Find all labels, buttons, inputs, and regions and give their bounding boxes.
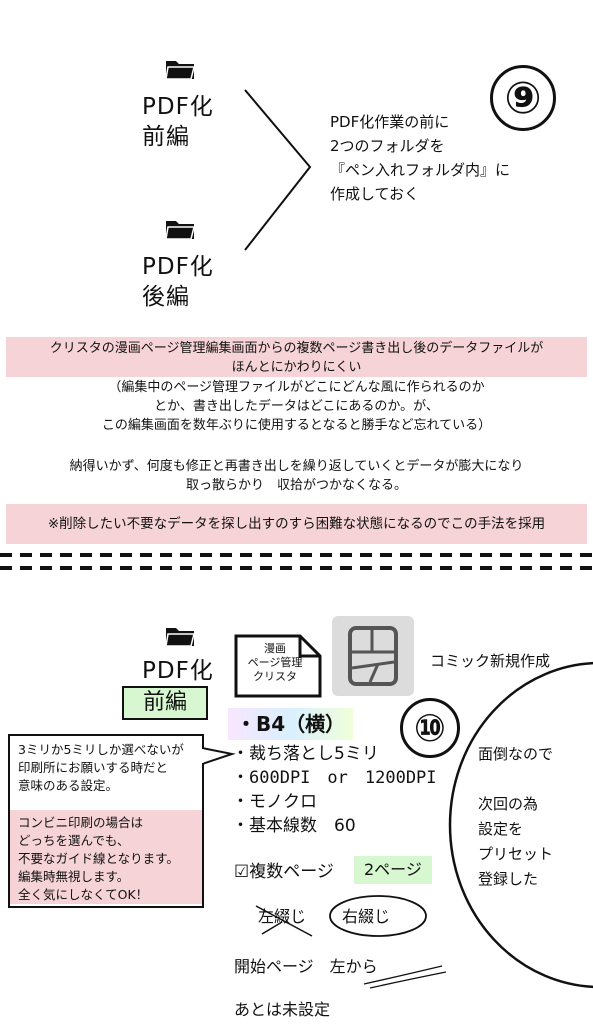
convenience-print-note: コンビニ印刷の場合は どっちを選んでも、 不要なガイド線となります。 編集時無視… (10, 810, 202, 904)
folder-label-bottom: PDF化 (142, 658, 214, 684)
left-binding-struck: 左綴じ (258, 907, 307, 926)
folder-icon (165, 628, 195, 647)
page-manager-file-icon: 漫画 ページ管理 クリスタ (234, 634, 322, 698)
size-b4: ・B4（横） (228, 708, 354, 740)
folder-label-second: PDF化 後編 (142, 254, 214, 310)
section-divider (0, 553, 593, 557)
multi-page-setting: ☑複数ページ (234, 862, 334, 882)
step-number-ten: ⑩ (400, 698, 460, 758)
right-binding: 右綴じ (342, 907, 391, 926)
bleed-callout: 3ミリか5ミリしか選べないが 印刷所にお願いする時だと 意味のある設定。 コンビ… (8, 734, 204, 908)
explanation-problem: 納得いかず、何度も修正と再書き出しを繰り返していくとデータが膨大になり 取っ散ら… (69, 459, 524, 493)
instruction-text: PDF化作業の前に 2つのフォルダを 『ペン入れフォルダ内』に 作成しておく (330, 113, 511, 203)
start-page-setting: 開始ページ 左から (234, 957, 378, 976)
section-divider (0, 566, 593, 570)
rest-unset: あとは未設定 (234, 1000, 331, 1019)
step-number-nine: ⑨ (490, 65, 556, 131)
callout-pointer (202, 747, 236, 765)
folder-tag-box: 前編 (122, 686, 208, 720)
side-note-circle (448, 661, 593, 989)
underline-mark (363, 965, 447, 989)
folder-icon (165, 221, 195, 240)
two-pages-badge: 2ページ (354, 856, 432, 884)
strike-mark (255, 905, 313, 937)
comic-layout-icon (332, 616, 414, 696)
comic-new-label: コミック新規作成 (430, 652, 551, 670)
right-binding-circle (329, 895, 427, 937)
explanation-paren: （編集中のページ管理ファイルがどこにどんな風に作られるのか とか、書き出したデー… (101, 380, 492, 433)
bracket-arrow (244, 89, 312, 251)
folder-icon (165, 61, 195, 80)
preset-note: 面倒なので 次回の為 設定を プリセット 登録した (478, 745, 554, 888)
explanation-note: ※削除したい不要なデータを探し出すのすら困難な状態になるのでこの手法を採用 (6, 504, 587, 544)
settings-list: ・裁ち落とし5ミリ ・600DPI or 1200DPI ・モノクロ ・基本線数… (232, 744, 437, 836)
folder-label-first: PDF化 前編 (142, 94, 214, 150)
explanation-highlight: クリスタの漫画ページ管理編集画面からの複数ページ書き出し後のデータファイルが ほ… (6, 337, 587, 377)
